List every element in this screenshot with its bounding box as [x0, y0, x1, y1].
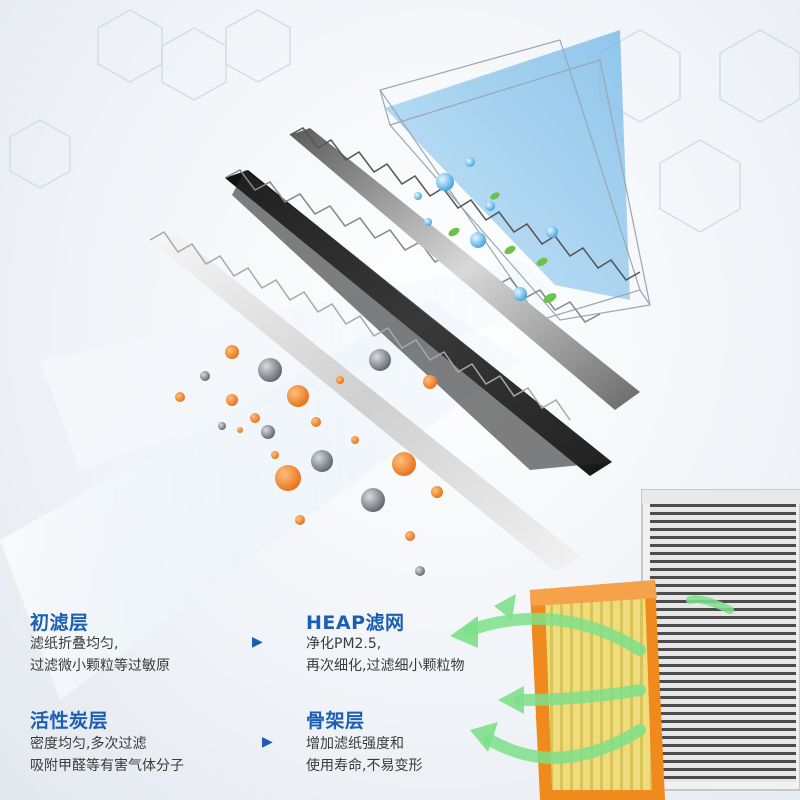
- layer-desc-line: 增加滤纸强度和: [306, 736, 404, 752]
- water-droplet-icon: [414, 192, 422, 200]
- dust-particle-icon: [361, 488, 385, 512]
- airflow-beams: [0, 260, 560, 700]
- water-droplet-icon: [485, 201, 495, 211]
- clean-air-panel: [379, 30, 651, 321]
- leaf-icon: [490, 192, 500, 200]
- layer-desc-line: 使用寿命,不易变形: [306, 758, 423, 774]
- layer-title-frame: 骨架层: [306, 710, 365, 732]
- water-droplet-icon: [465, 157, 475, 167]
- dust-particle-icon: [311, 417, 321, 427]
- layer-title-carbon: 活性炭层: [30, 710, 109, 732]
- layer-desc-line: 过滤微小颗粒等过敏原: [30, 658, 170, 674]
- dust-particle-icon: [175, 392, 185, 402]
- dust-particle-icon: [225, 345, 239, 359]
- airflow-arrow-icon: [686, 595, 734, 614]
- water-droplet-icon: [436, 173, 454, 191]
- leaf-icon: [543, 293, 557, 303]
- layer-desc-hepa: 净化PM2.5, 再次细化,过滤细小颗粒物: [306, 633, 464, 677]
- primary-filter-layer: [149, 230, 580, 572]
- dust-particle-icon: [415, 566, 425, 576]
- dust-particle-icon: [200, 371, 210, 381]
- layer-title-hepa: HEAP滤网: [306, 612, 405, 634]
- layer-desc-line: 再次细化,过滤细小颗粒物: [306, 658, 465, 674]
- dust-particle-icon: [271, 451, 279, 459]
- airflow-arrow-icon: [464, 612, 646, 656]
- dust-particle-icon: [392, 452, 416, 476]
- dust-particle-icon: [311, 450, 333, 472]
- triangle-arrow-icon: ▶: [262, 734, 273, 750]
- dust-particle-icon: [258, 358, 282, 382]
- water-droplet-icon: [470, 232, 486, 248]
- layer-desc-line: 净化PM2.5,: [306, 636, 382, 652]
- dust-particle-icon: [287, 385, 309, 407]
- dust-particle-icon: [351, 436, 359, 444]
- layer-desc-primary: 滤纸折叠均匀, 过滤微小颗粒等过敏原: [30, 633, 170, 677]
- leaf-icon: [448, 227, 460, 237]
- layer-desc-frame: 增加滤纸强度和 使用寿命,不易变形: [306, 733, 422, 777]
- dust-particles: [175, 345, 443, 576]
- leaf-icon: [504, 245, 516, 255]
- layer-desc-carbon: 密度均匀,多次过滤 吸附甲醛等有害气体分子: [30, 733, 184, 777]
- dust-particle-icon: [423, 375, 437, 389]
- dust-particle-icon: [369, 349, 391, 371]
- dust-particle-icon: [405, 531, 415, 541]
- airflow-arrows: [464, 595, 734, 764]
- layer-desc-line: 吸附甲醛等有害气体分子: [30, 758, 184, 774]
- hepa-filter-layer: [289, 127, 641, 410]
- layer-desc-line: 滤纸折叠均匀,: [30, 636, 119, 652]
- airflow-arrow-icon: [484, 724, 646, 764]
- leaf-icon: [536, 257, 548, 267]
- water-droplet-icon: [546, 226, 558, 238]
- airflow-arrow-icon: [514, 684, 646, 706]
- layer-desc-line: 密度均匀,多次过滤: [30, 736, 147, 752]
- dust-particle-icon: [237, 427, 243, 433]
- water-droplet-icon: [424, 218, 432, 226]
- triangle-arrow-icon: ▶: [252, 634, 263, 650]
- dust-particle-icon: [250, 413, 260, 423]
- airflow-arrowheads: [450, 594, 524, 752]
- clean-air-particles: [414, 157, 558, 303]
- dust-particle-icon: [226, 394, 238, 406]
- layer-title-primary: 初滤层: [30, 612, 89, 634]
- dust-particle-icon: [261, 425, 275, 439]
- water-droplet-icon: [513, 287, 527, 301]
- dust-particle-icon: [218, 422, 226, 430]
- dust-particle-icon: [431, 486, 443, 498]
- dust-particle-icon: [336, 376, 344, 384]
- dust-particle-icon: [295, 515, 305, 525]
- dust-particle-icon: [275, 465, 301, 491]
- carbon-filter-product: [641, 489, 800, 791]
